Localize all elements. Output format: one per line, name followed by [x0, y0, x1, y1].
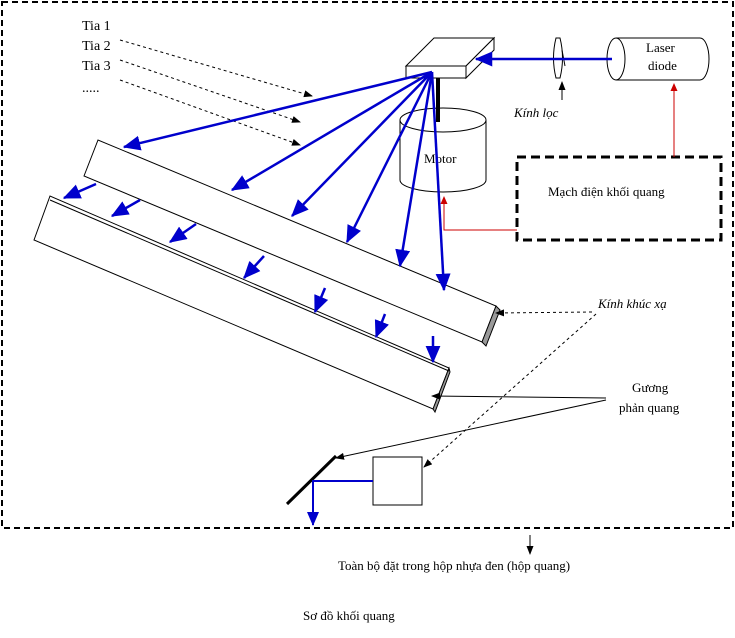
refracting-glass-pointer-2: [423, 313, 597, 468]
reflecting-mirror-label-line1: Gương: [632, 380, 669, 395]
reflecting-mirror-bar: [33, 195, 451, 414]
reflecting-mirror-pointer-2: [335, 399, 607, 460]
motor-shaft: [436, 76, 440, 122]
scanning-beams: [122, 70, 451, 292]
ray-1-label: Tia 1: [82, 19, 111, 34]
sensor-box: [372, 456, 423, 506]
transmitted-beams: [62, 182, 441, 364]
control-circuit-box: [515, 155, 723, 242]
motor: [399, 107, 487, 193]
output-beam: [307, 480, 373, 526]
ray-2-label: Tia 2: [82, 39, 111, 54]
motor-label: Motor: [424, 151, 457, 166]
reflecting-mirror-label-line2: phản quang: [619, 400, 680, 415]
laser-diode-label-line1: Laser: [646, 40, 676, 55]
reflecting-mirror-pointer: [431, 392, 607, 400]
laser-diode-label-line2: diode: [648, 58, 677, 73]
control-circuit-label: Mạch điện khối quang: [548, 184, 665, 199]
control-wires: [440, 83, 678, 231]
refracting-glass-label: Kính khúc xạ: [597, 296, 667, 311]
ray-label-pointers: [119, 39, 313, 146]
ray-more-label: .....: [82, 81, 100, 96]
laser-diode: [606, 37, 710, 81]
filter-lens-label: Kính lọc: [513, 105, 559, 120]
small-mirror: [285, 454, 338, 506]
diagram-caption: Sơ đồ khối quang: [303, 608, 395, 623]
refracting-glass-pointer: [495, 309, 593, 317]
ray-3-label: Tia 3: [82, 59, 111, 74]
enclosure-note: Toàn bộ đặt trong hộp nhựa đen (hộp quan…: [338, 558, 570, 573]
optical-box-enclosure: [1, 1, 734, 529]
